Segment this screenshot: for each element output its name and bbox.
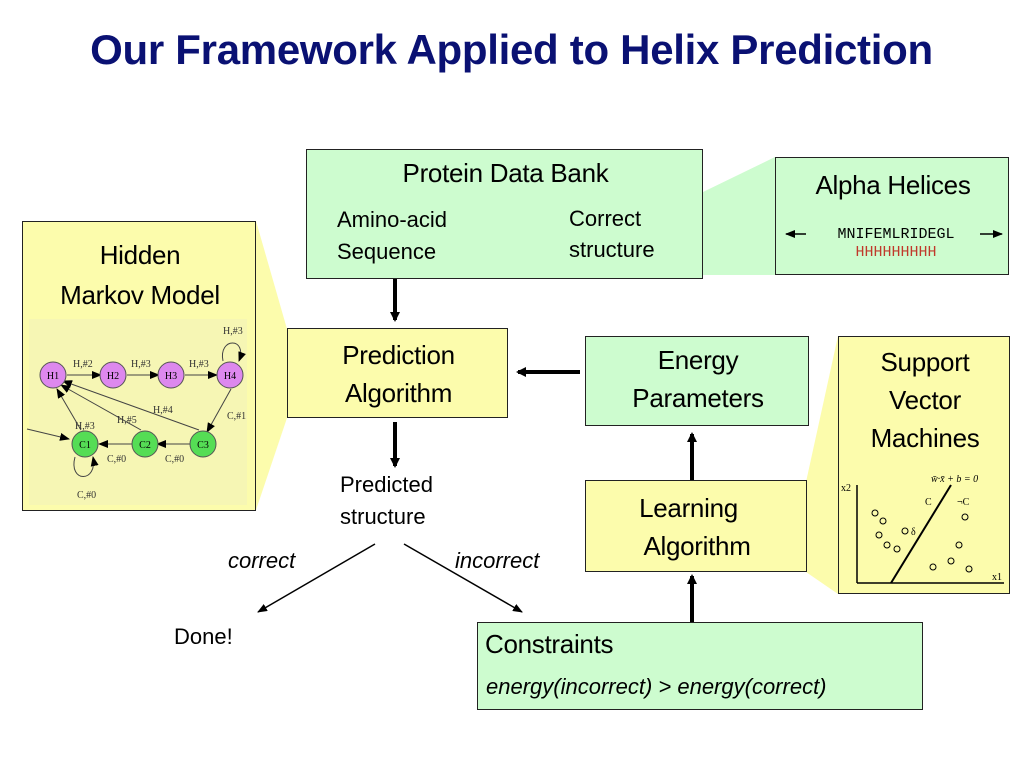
hmm-title-line1: Hidden: [99, 240, 181, 270]
learning-algorithm-box: Learning Algorithm: [585, 480, 807, 572]
hmm-box: Hidden Markov Model H1 H2 H3: [22, 221, 256, 511]
correct-label: correct: [228, 548, 296, 573]
edge-label: H,#2: [73, 359, 93, 370]
svm-axis-x: x1: [992, 572, 1002, 583]
constraints-title: Constraints: [485, 629, 614, 659]
prediction-line1: Prediction: [342, 340, 455, 370]
hmm-title-line2: Markov Model: [60, 280, 220, 310]
alpha-callout-wedge: [703, 157, 775, 275]
done-label: Done!: [174, 624, 233, 649]
pdb-title: Protein Data Bank: [402, 158, 609, 188]
state-h3: H3: [165, 371, 177, 382]
learning-line1: Learning: [639, 493, 738, 523]
edge-label: C,#0: [77, 490, 96, 501]
svm-callout-wedge: [806, 336, 838, 594]
constraints-box: Constraints energy(incorrect) > energy(c…: [477, 622, 923, 710]
edge-label: C,#0: [107, 454, 126, 465]
edge-label: C,#1: [227, 411, 246, 422]
incorrect-label: incorrect: [455, 548, 540, 573]
svm-line3: Machines: [870, 423, 980, 453]
pdb-sequence-line2: Sequence: [337, 239, 437, 264]
state-c2: C2: [139, 440, 151, 451]
protein-data-bank-box: Protein Data Bank Amino-acid Sequence Co…: [306, 149, 703, 279]
edge-label: C,#0: [165, 454, 184, 465]
svm-class-neg: ¬C: [957, 497, 970, 508]
pdb-structure-line1: Correct: [569, 206, 642, 231]
prediction-algorithm-box: Prediction Algorithm: [287, 328, 508, 418]
pdb-structure-line2: structure: [569, 237, 655, 262]
learning-line2: Algorithm: [643, 531, 751, 561]
state-h2: H2: [107, 371, 119, 382]
incorrect-branch-arrow: [403, 543, 523, 613]
svm-box: Support Vector Machines x2 x1 w̄·x̄ + b …: [838, 336, 1010, 594]
svm-class-pos: C: [925, 497, 932, 508]
svm-line1: Support: [880, 347, 970, 377]
hmm-state-graph: H1 H2 H3 H4 C1 C2 C3 H,#2 H,#3 H,#3 H,#3…: [26, 319, 247, 505]
pdb-sequence-line1: Amino-acid: [337, 207, 448, 232]
svm-delta: δ: [911, 527, 916, 538]
predicted-structure-line1: Predicted: [340, 472, 433, 497]
energy-line1: Energy: [657, 345, 739, 375]
alpha-helices-title: Alpha Helices: [815, 170, 971, 200]
prediction-line2: Algorithm: [344, 378, 453, 408]
state-c1: C1: [79, 440, 91, 451]
page-title: Our Framework Applied to Helix Predictio…: [90, 26, 933, 73]
edge-label: H,#3: [223, 326, 243, 337]
helix-marks: HHHHHHHHH: [855, 244, 937, 261]
edge-label: H,#4: [153, 405, 173, 416]
state-c3: C3: [197, 440, 209, 451]
svm-axis-y: x2: [841, 483, 851, 494]
state-h4: H4: [224, 371, 236, 382]
sequence-arrows: [785, 230, 1003, 238]
correct-branch-arrow: [257, 543, 376, 613]
predicted-structure-line2: structure: [340, 504, 426, 529]
svm-plot: x2 x1 w̄·x̄ + b = 0 C ¬C δ: [841, 474, 1004, 584]
edge-label: H,#3: [75, 421, 95, 432]
edge-label: H,#3: [189, 359, 209, 370]
edge-label: H,#5: [117, 415, 137, 426]
edge-label: H,#3: [131, 359, 151, 370]
state-h1: H1: [47, 371, 59, 382]
svm-equation: w̄·x̄ + b = 0: [931, 474, 978, 485]
constraints-formula: energy(incorrect) > energy(correct): [486, 674, 827, 699]
energy-parameters-box: Energy Parameters: [585, 336, 809, 426]
hmm-callout-wedge: [256, 221, 287, 510]
amino-acid-sequence: MNIFEMLRIDEGL: [837, 226, 955, 243]
alpha-helices-box: Alpha Helices MNIFEMLRIDEGL HHHHHHHHH: [775, 157, 1009, 275]
svm-line2: Vector: [889, 385, 961, 415]
energy-line2: Parameters: [632, 383, 764, 413]
